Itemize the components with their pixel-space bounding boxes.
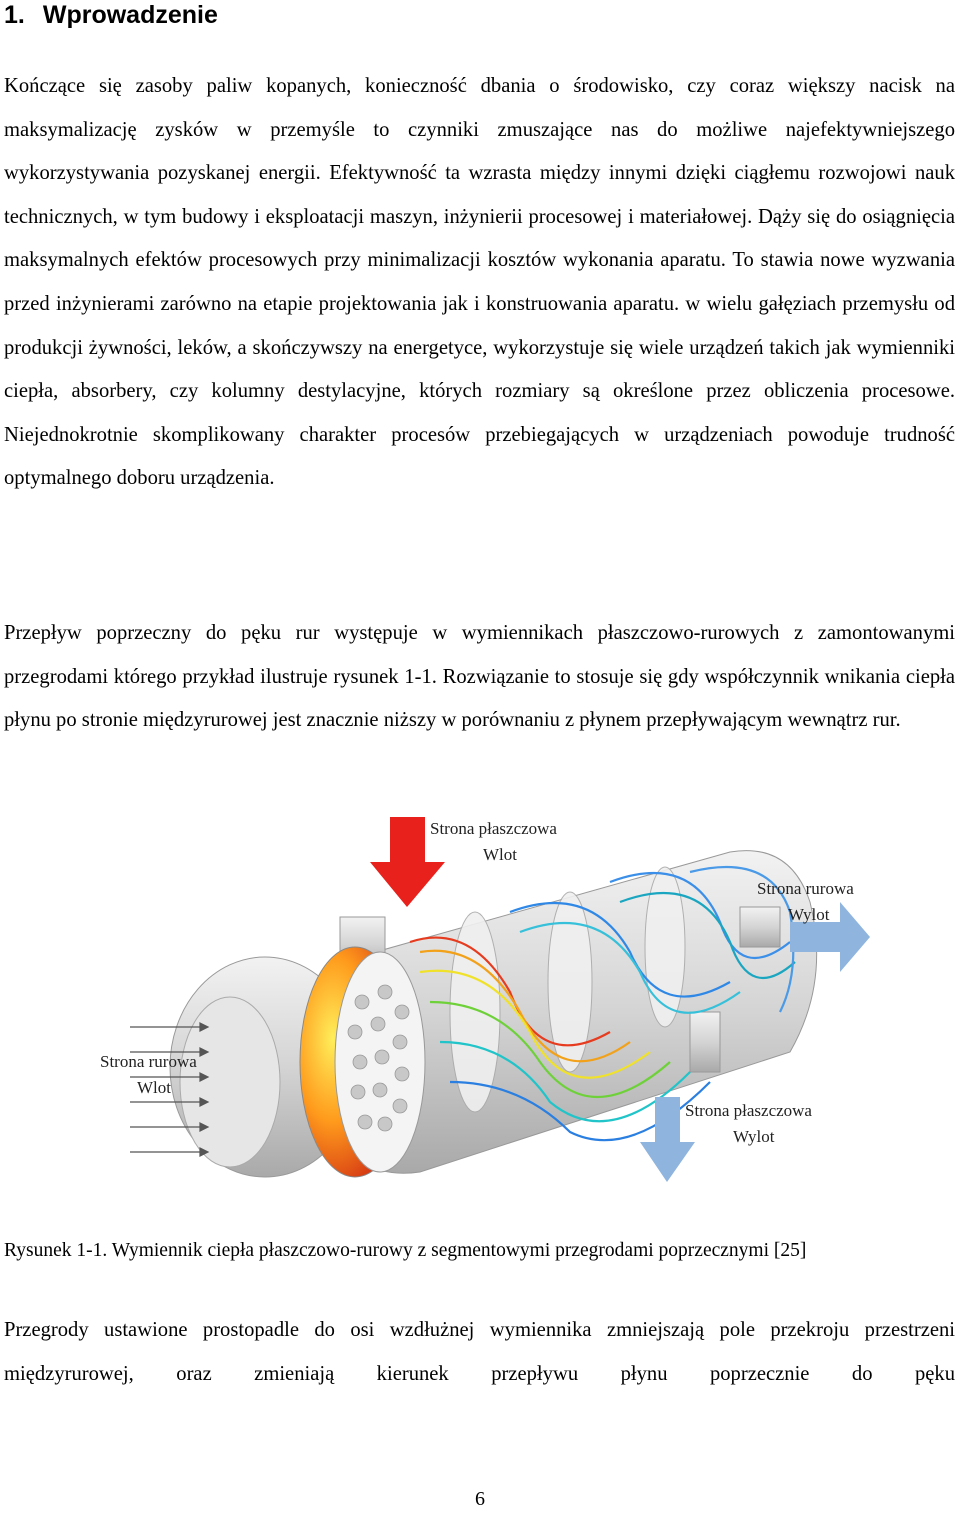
tube-inlet-arrows [130,1022,210,1157]
paragraph-baffles: Przegrody ustawione prostopadle do osi w… [4,1319,955,1385]
figure-caption: Rysunek 1-1. Wymiennik ciepła płaszczowo… [4,1240,807,1261]
paragraph-introduction: Kończące się zasoby paliw kopanych, koni… [4,75,955,490]
label-shell-inlet-2: Wlot [483,845,517,864]
section-heading: 1. Wprowadzenie [4,0,218,30]
label-tube-outlet-1: Strona rurowa [757,879,854,898]
section-number: 1. [4,1,25,29]
tube-sheet [299,946,426,1178]
section-title: Wprowadzenie [42,1,218,29]
label-shell-outlet-2: Wylot [733,1127,775,1146]
shell-outlet-arrow [640,1097,695,1182]
label-tube-inlet-1: Strona rurowa [100,1052,197,1071]
flow-streamlines [409,865,796,1142]
page-number: 6 [475,1488,485,1510]
shell-inlet-arrow [370,817,445,907]
label-tube-inlet-2: Wlot [137,1078,171,1097]
heat-exchanger-figure: Strona płaszczowa Wlot Strona rurowa Wyl… [100,817,870,1182]
label-tube-outlet-2: Wylot [788,905,830,924]
paragraph-crossflow: Przepływ poprzeczny do pęku rur występuj… [4,622,955,732]
tube-outlet-arrow [790,902,870,972]
label-shell-outlet-1: Strona płaszczowa [685,1101,812,1120]
label-shell-inlet-1: Strona płaszczowa [430,819,557,838]
